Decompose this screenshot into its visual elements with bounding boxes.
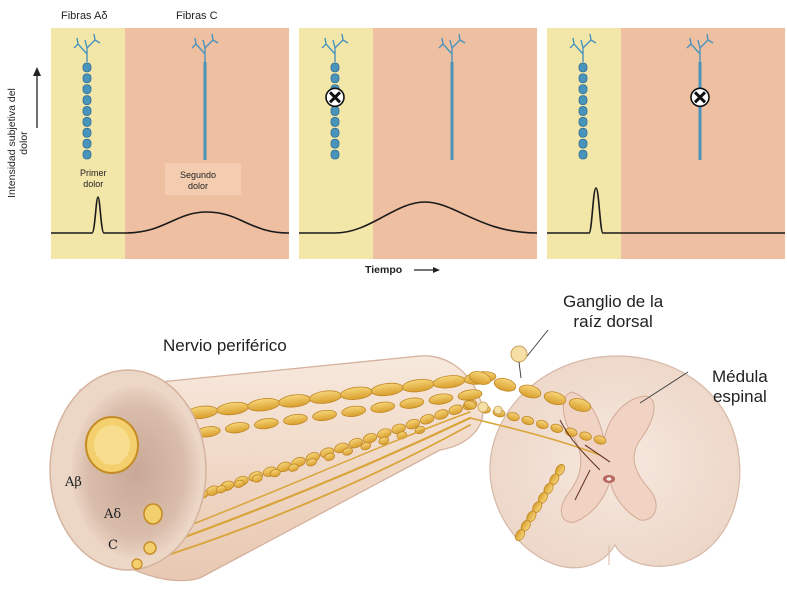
ganglion-cell [478,402,488,412]
ganglion-cell [494,406,502,414]
y-axis-arrow [33,67,41,128]
label-fiber-adelta: Aδ [104,507,121,522]
x-axis-arrow [414,267,440,273]
label-fiber-c: C [108,538,118,553]
label-first-pain: Primer dolor [80,168,107,190]
label-second-pain: Segundo dolor [180,170,216,192]
ganglion-line2: raíz dorsal [563,312,663,332]
spinal-cord-line1: Médula [712,367,768,387]
y-axis-label: Intensidad subjetiva del dolor [6,48,30,238]
y-axis-label-line2: dolor [18,48,30,238]
nerve-cross-section [50,370,206,570]
label-fiber-abeta: Aβ [65,475,82,490]
label-spinal-cord: Médula espinal [712,367,768,407]
label-peripheral-nerve: Nervio periférico [163,336,287,356]
ganglion-line1: Ganglio de la [563,292,663,312]
y-axis-label-line1: Intensidad subjetiva del [6,48,18,238]
label-fibras-a-delta: Fibras Aδ [61,10,107,22]
x-axis-label: Tiempo [365,264,402,276]
spinal-cord-line2: espinal [712,387,768,407]
label-fibras-c: Fibras C [176,10,218,22]
label-dorsal-root-ganglion: Ganglio de la raíz dorsal [563,292,663,332]
block-x-icon [691,88,709,106]
block-x-icon [326,88,344,106]
